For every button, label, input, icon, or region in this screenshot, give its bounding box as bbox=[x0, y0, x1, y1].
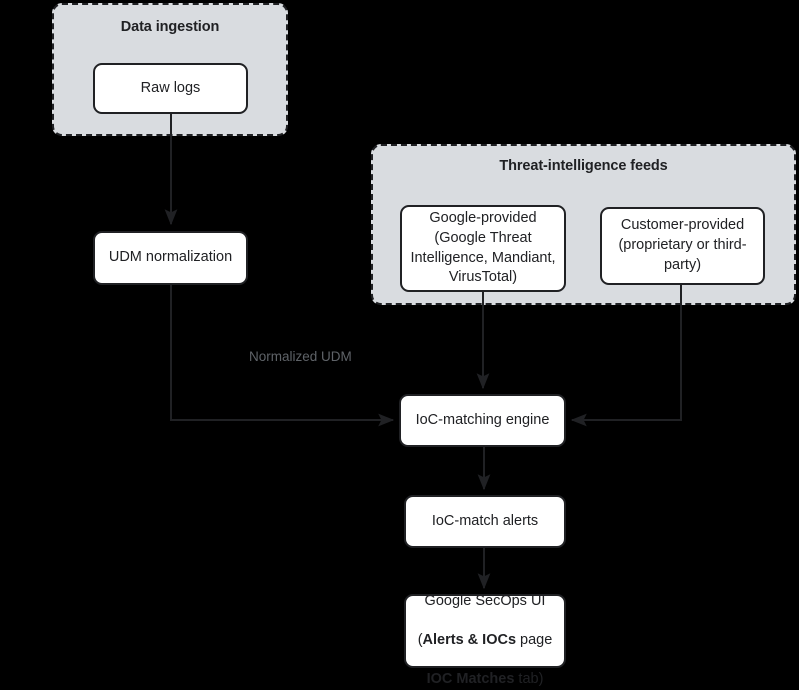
node-ioc-matching-engine[interactable]: IoC-matching engine bbox=[399, 394, 566, 447]
group-threat-intelligence-feeds-label: Threat-intelligence feeds bbox=[499, 158, 668, 174]
secops-line-2-prefix: ( bbox=[417, 632, 423, 648]
node-ioc-match-alerts[interactable]: IoC-match alerts bbox=[404, 495, 566, 548]
secops-line-2-bold: Alerts & IOCs bbox=[422, 632, 517, 648]
node-ioc-match-alerts-label: IoC-match alerts bbox=[431, 512, 539, 529]
node-customer-provided[interactable]: Customer-provided (proprietary or third-… bbox=[600, 207, 765, 285]
group-data-ingestion-label: Data ingestion bbox=[120, 19, 220, 35]
node-google-secops-ui[interactable]: Google SecOps UI (Alerts & IOCs page IOC… bbox=[404, 593, 566, 687]
node-google-provided-label: Google-provided (Google Threat Intellige… bbox=[410, 210, 556, 286]
edge-customer-feed-to-ioc-engine bbox=[570, 285, 682, 427]
node-google-secops-ui-label: Google SecOps UI (Alerts & IOCs page IOC… bbox=[418, 572, 553, 690]
node-ioc-matching-engine-label: IoC-matching engine bbox=[415, 411, 550, 428]
node-raw-logs-label: Raw logs bbox=[140, 79, 201, 96]
secops-line-2-rest: page bbox=[516, 632, 553, 648]
node-google-provided[interactable]: Google-provided (Google Threat Intellige… bbox=[400, 205, 566, 292]
edge-label-normalized-udm: Normalized UDM bbox=[249, 349, 352, 364]
secops-line-3-rest: tab) bbox=[514, 671, 544, 688]
diagram-canvas: Data ingestion Threat-intelligence feeds bbox=[52, 3, 796, 687]
secops-line-3-bold: IOC Matches bbox=[426, 671, 515, 688]
node-raw-logs[interactable]: Raw logs bbox=[93, 63, 248, 114]
node-customer-provided-label: Customer-provided (proprietary or third-… bbox=[618, 217, 747, 273]
secops-line-1: Google SecOps UI bbox=[424, 592, 546, 609]
node-udm-normalization-label: UDM normalization bbox=[108, 249, 233, 266]
node-udm-normalization[interactable]: UDM normalization bbox=[93, 231, 248, 285]
